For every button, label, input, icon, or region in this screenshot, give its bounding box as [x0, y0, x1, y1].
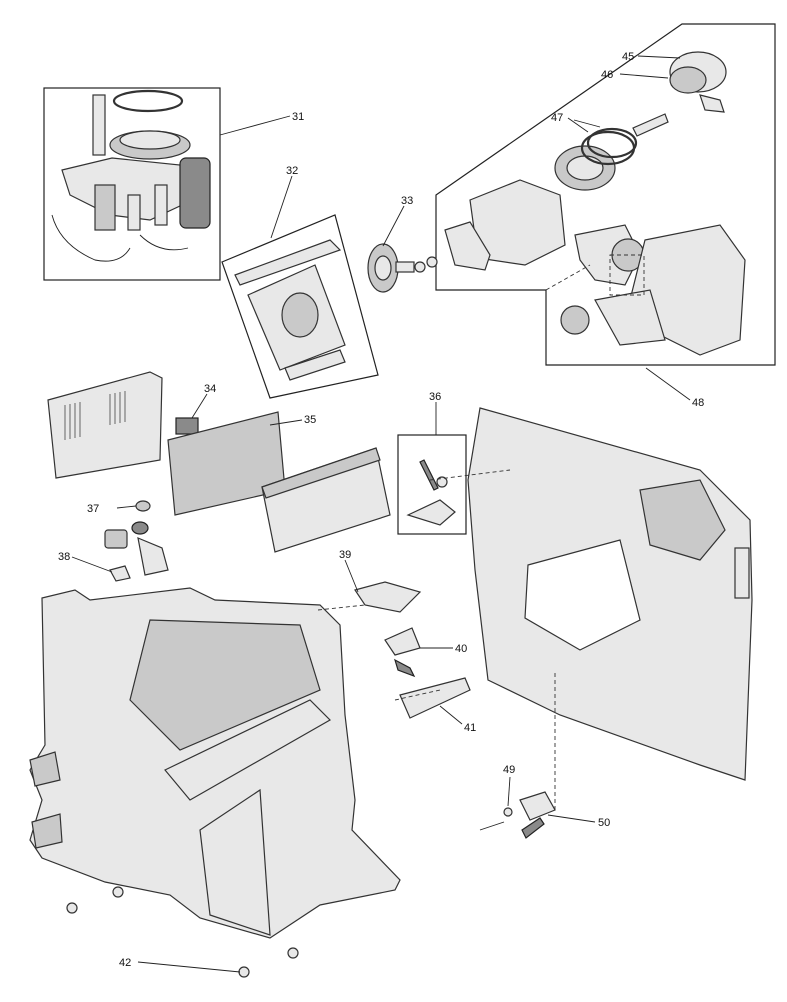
connector-34 [175, 417, 199, 435]
callout-37: 37 [87, 503, 99, 515]
knob-37 [135, 500, 151, 512]
callout-33: 33 [401, 195, 413, 207]
callout-31: 31 [292, 111, 304, 123]
bracket-inset-frame [221, 214, 379, 399]
panel-grille [64, 391, 126, 440]
panel-cover [47, 371, 163, 479]
assembly-guides [317, 264, 591, 810]
callouts: 31 32 33 34 35 36 37 38 39 40 41 42 45 4… [58, 51, 704, 969]
brew-unit-inset-frame [435, 23, 776, 366]
lever-39 [354, 581, 422, 613]
spring-box-frame [397, 434, 467, 535]
grinder-inset-frame [43, 87, 221, 281]
main-frame-right [467, 407, 753, 781]
side-plate-opening [524, 539, 641, 651]
grinder-cable [51, 214, 131, 262]
callout-36: 36 [429, 391, 441, 403]
latch-40 [384, 627, 421, 656]
nuts-42 [66, 886, 299, 978]
callout-48: 48 [692, 397, 704, 409]
filter-mesh-46 [669, 66, 707, 94]
grinder-burr-ring [112, 89, 184, 113]
callout-34: 34 [204, 383, 216, 395]
main-frame-left [29, 587, 401, 939]
spring-36 [419, 459, 439, 491]
grinder-shaft [92, 94, 106, 156]
grinder-motor [179, 157, 211, 229]
callout-32: 32 [286, 165, 298, 177]
callout-50: 50 [598, 817, 610, 829]
screw-49 [503, 807, 513, 817]
small-gear [560, 305, 590, 335]
rail-41 [399, 677, 471, 719]
o-ring-47b [586, 127, 638, 159]
callout-39: 39 [339, 549, 351, 561]
callout-41: 41 [464, 722, 476, 734]
callout-42: 42 [119, 957, 131, 969]
spring-47 [632, 113, 669, 137]
callout-38: 38 [58, 551, 70, 563]
brew-unit-inset [435, 23, 776, 366]
callout-46: 46 [601, 69, 613, 81]
control-panel-group [47, 371, 391, 553]
callout-35: 35 [304, 414, 316, 426]
grinder-inset [43, 87, 221, 281]
callout-45: 45 [622, 51, 634, 63]
coupling-33 [367, 243, 438, 293]
arm-50 [519, 791, 556, 821]
spring-box-36 [397, 434, 467, 535]
bracket-rail [234, 239, 342, 286]
callout-47: 47 [551, 112, 563, 124]
main-frame-chute [129, 619, 321, 751]
leader-lines [71, 55, 691, 973]
callout-40: 40 [455, 643, 467, 655]
callout-49: 49 [503, 764, 515, 776]
small-parts [104, 500, 556, 839]
bracket-32 [221, 214, 379, 399]
clip-38 [109, 565, 131, 582]
